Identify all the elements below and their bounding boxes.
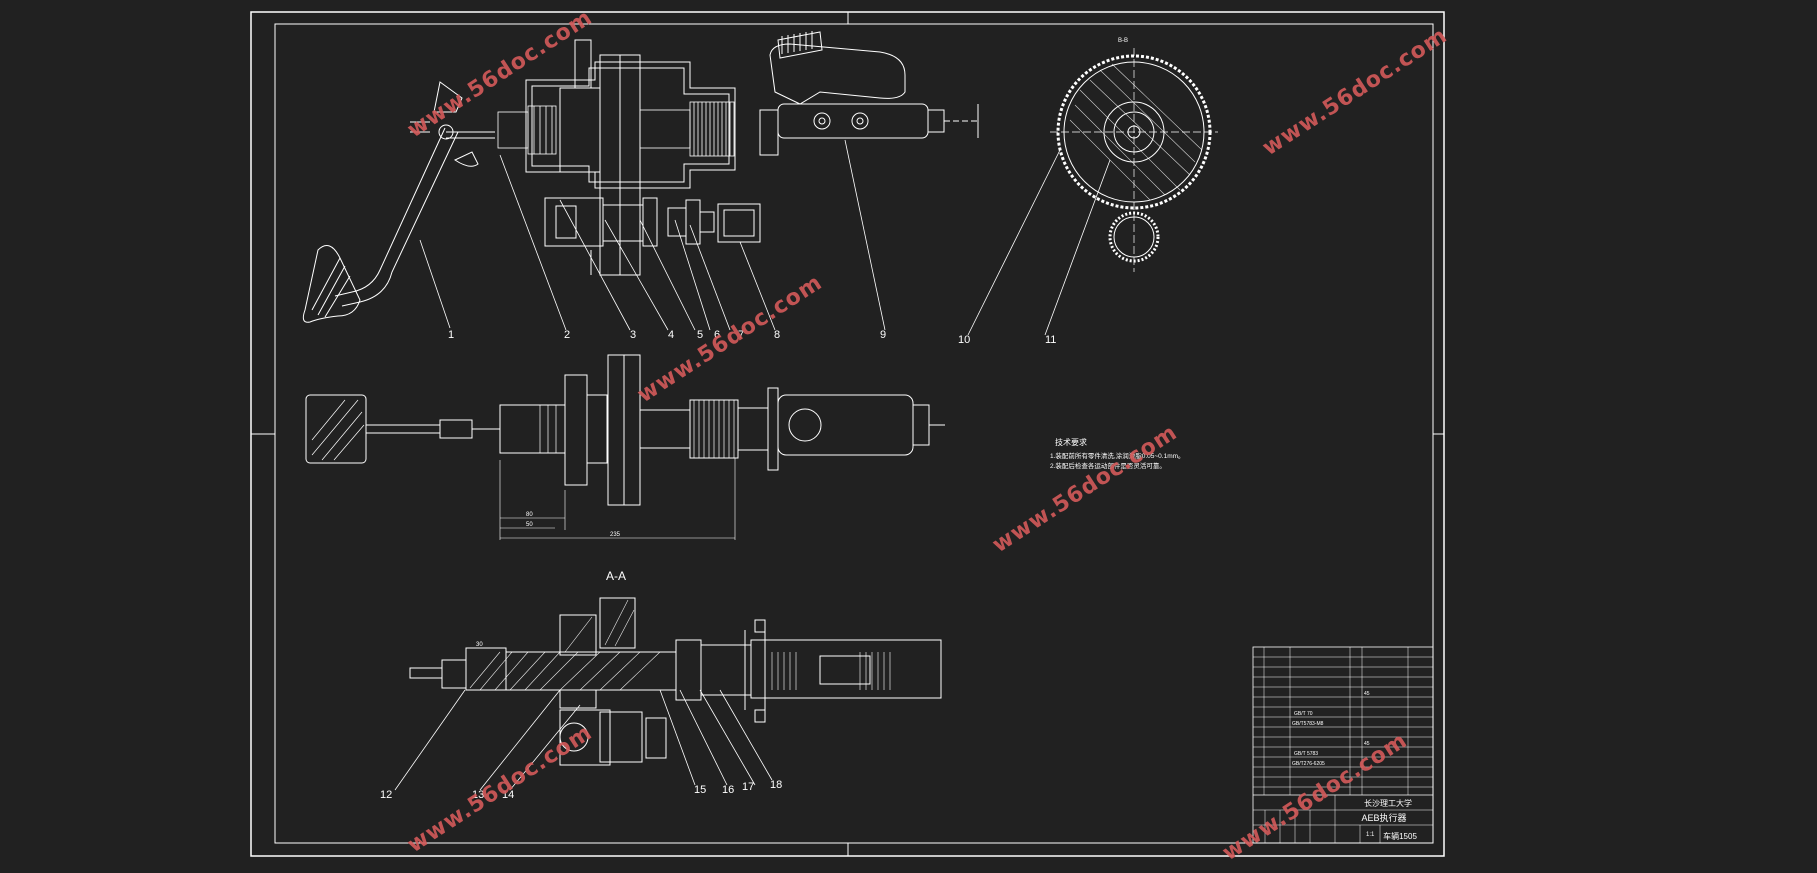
part-number-12: 12 (380, 789, 392, 801)
part-number-16: 16 (722, 784, 734, 796)
part-number-13: 13 (472, 789, 484, 801)
drawing-number: 车辆1505 (1383, 831, 1417, 841)
title-block-text: 长沙理工大学 AEB执行器 车辆1505 1:1 GB/T 70 GB/T578… (1292, 691, 1417, 841)
leader-lines-top (419, 139, 1111, 336)
scale-value: 1:1 (1366, 832, 1375, 838)
pedal-pad (302, 245, 361, 323)
part-number-5: 5 (697, 329, 703, 341)
plan-view (305, 354, 945, 540)
part-number-11: 11 (1045, 334, 1056, 346)
drawing-name: AEB执行器 (1361, 812, 1406, 823)
part-number-7: 7 (738, 329, 744, 341)
bom-code-2: GB/T5783-M8 (1292, 721, 1324, 727)
part-number-3: 3 (630, 329, 636, 341)
note-line-1: 1.装配前所有零件清洗,涂润滑脂0.05~0.1mm。 (1050, 451, 1185, 460)
part-number-6: 6 (714, 329, 720, 341)
part-number-17: 17 (742, 781, 754, 793)
leader-lines-bottom (394, 689, 773, 791)
section-title: A-A (606, 569, 626, 583)
dimension-235: 235 (610, 532, 621, 538)
bom-code-3: GB/T 5783 (1294, 751, 1318, 757)
part-number-14: 14 (502, 789, 514, 801)
section-view (409, 597, 942, 766)
part-number-2: 2 (564, 329, 570, 341)
dimension-30: 30 (476, 642, 483, 648)
part-number-8: 8 (774, 329, 780, 341)
dimension-80: 80 (526, 512, 533, 518)
bom-code-4: GB/T276-6205 (1292, 761, 1325, 767)
inner-frame (274, 23, 1434, 844)
dimension-50: 50 (526, 522, 533, 528)
actuator-housing (525, 61, 736, 189)
top-view-assembly (302, 31, 980, 323)
lead-screw (497, 101, 735, 157)
part-number-10: 10 (958, 334, 970, 346)
part-number-1: 1 (448, 329, 454, 341)
part-number-4: 4 (668, 329, 674, 341)
pedal-pad-plan (305, 394, 367, 464)
center-marks (251, 12, 1444, 856)
bom-code-1: GB/T 70 (1294, 711, 1313, 717)
part-number-15: 15 (694, 784, 706, 796)
note-line-2: 2.装配后检查各运动部件是否灵活可靠。 (1050, 461, 1166, 470)
gear-view (1050, 48, 1218, 272)
pedal-arm (334, 127, 459, 307)
master-cylinder (759, 31, 980, 156)
notes-title: 技术要求 (1055, 437, 1087, 447)
view-title: B-B (1118, 38, 1128, 44)
part-number-18: 18 (770, 779, 782, 791)
title-block (1252, 646, 1434, 844)
university-name: 长沙理工大学 (1364, 798, 1412, 808)
bom-material-1: 45 (1364, 691, 1370, 697)
part-number-9: 9 (880, 329, 886, 341)
part-labels: 1 2 3 4 5 6 7 8 9 10 11 12 13 14 15 16 1… (380, 329, 1056, 801)
motor-assembly (544, 197, 761, 275)
bom-material-2: 45 (1364, 741, 1370, 747)
